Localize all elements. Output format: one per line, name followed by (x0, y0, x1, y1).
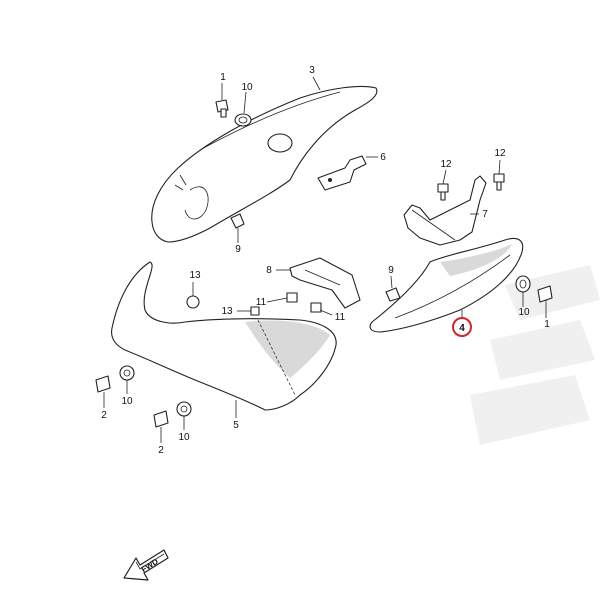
callout-10-right: 10 (518, 307, 530, 318)
callout-4: 4 (459, 323, 465, 334)
callout-10-lower: 10 (178, 432, 190, 443)
part-6-bracket (317, 155, 367, 191)
callout-10-top: 10 (241, 82, 253, 93)
part-1-screw-right (537, 285, 553, 303)
part-10-grommet-right (515, 275, 531, 293)
callout-11-left: 11 (256, 297, 267, 308)
part-5-lower-cowl (111, 261, 337, 411)
callout-10-upper: 10 (121, 396, 133, 407)
callout-3: 3 (309, 65, 315, 76)
callout-12-left: 12 (440, 159, 452, 170)
callout-9-right: 9 (388, 265, 394, 276)
part-8-bracket (289, 257, 361, 309)
callout-1-right: 1 (544, 319, 550, 330)
callout-7: 7 (482, 209, 488, 220)
watermark-logo (470, 265, 600, 445)
callout-9-left: 9 (235, 244, 241, 255)
callout-13-upper: 13 (189, 270, 201, 281)
part-4-lower-cover (369, 237, 524, 333)
part-2-screw-lower (153, 410, 169, 428)
part-9-clip-left (230, 213, 245, 229)
callout-2-lower: 2 (158, 445, 164, 456)
callout-13-lower: 13 (221, 306, 233, 317)
part-11-nut-left (286, 292, 298, 303)
part-12-bolt-right (493, 173, 505, 191)
part-7-bracket (403, 175, 487, 246)
part-10-grommet-lower (176, 401, 192, 417)
callout-2-upper: 2 (101, 410, 107, 421)
part-13-fastener-lower (250, 306, 260, 316)
fwd-arrow-icon: FWD (123, 549, 169, 581)
callout-5: 5 (233, 420, 239, 431)
part-2-screw-upper (95, 375, 111, 393)
callout-1-top: 1 (220, 72, 226, 83)
part-10-grommet-upper (119, 365, 135, 381)
leader-lines (103, 76, 547, 443)
part-13-fastener-upper (186, 295, 200, 309)
part-3-side-cover (151, 85, 378, 243)
part-11-nut-right (310, 302, 322, 313)
callout-8: 8 (266, 265, 272, 276)
part-10-grommet-top (234, 113, 252, 127)
callout-11-right: 11 (335, 312, 346, 323)
part-9-clip-right (385, 287, 401, 302)
part-12-bolt-left (437, 183, 449, 201)
callout-4-highlight: 4 (452, 317, 472, 337)
callout-6: 6 (380, 152, 386, 163)
part-1-screw-top (215, 99, 229, 118)
callout-12-right: 12 (494, 148, 506, 159)
